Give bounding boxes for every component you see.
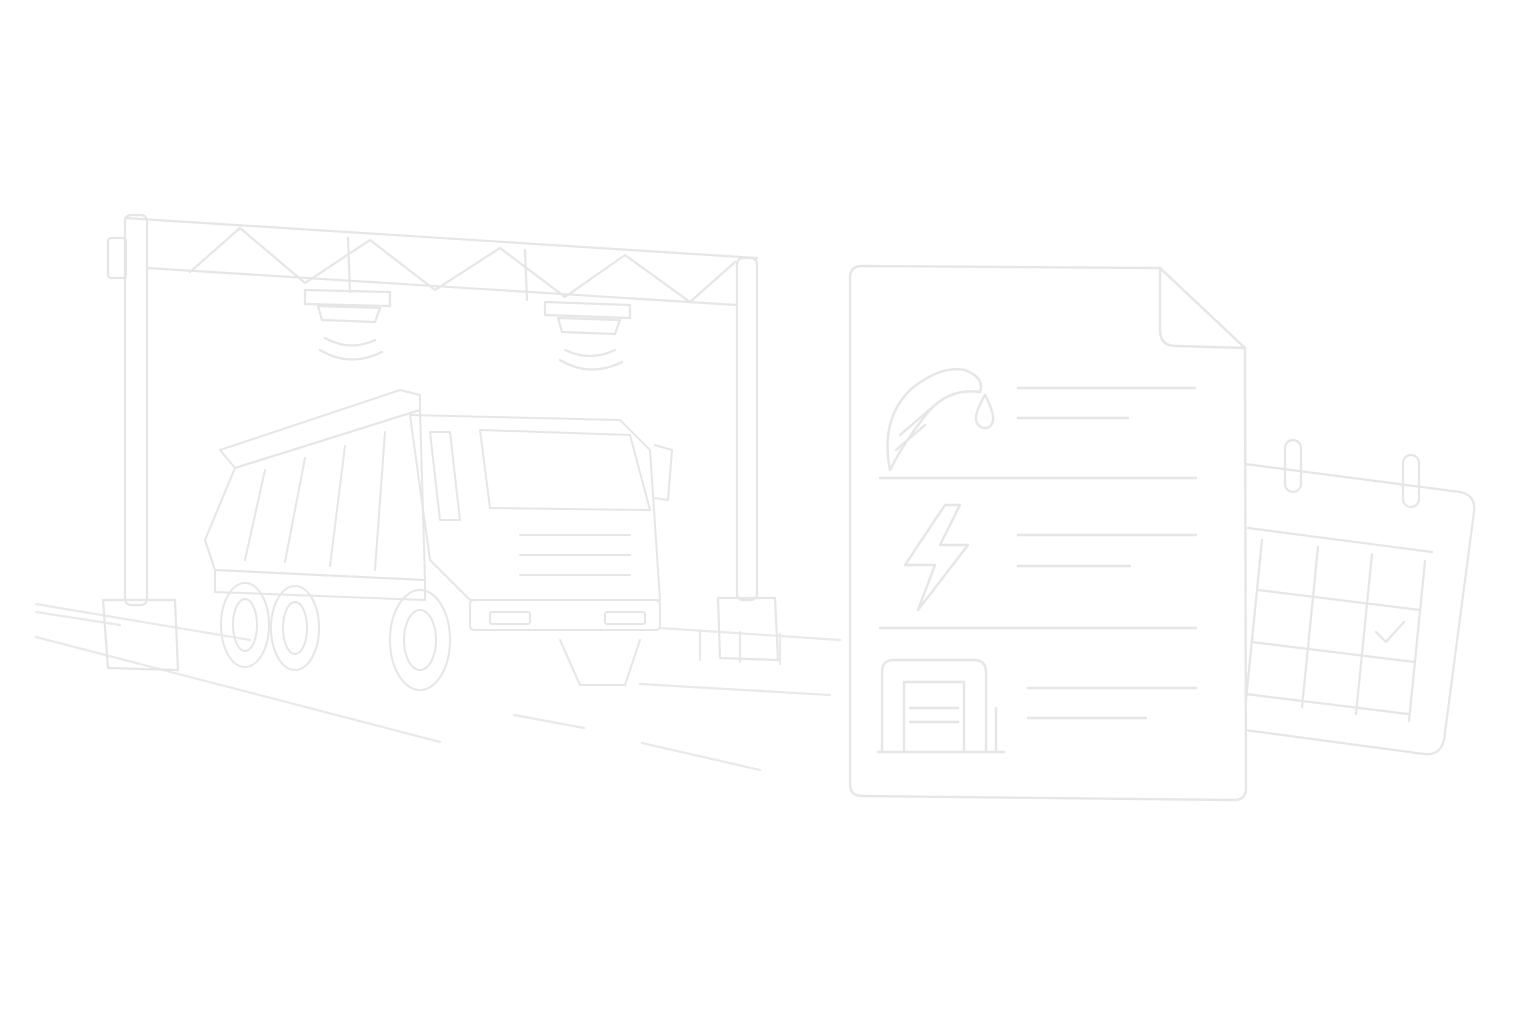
gantry-truss-verticals <box>346 236 529 302</box>
wheel-rear-1 <box>220 582 270 668</box>
road-edge-left-bottom <box>34 635 442 744</box>
calendar-grid-rows <box>1244 588 1422 716</box>
road-edge-left-mid <box>34 610 122 627</box>
chassis <box>214 569 426 601</box>
signal-wave-icon <box>323 336 377 347</box>
toll-gantry <box>101 213 780 672</box>
wheel-front-right <box>559 639 641 686</box>
guardrail-posts <box>698 628 782 666</box>
toll-sensor-1 <box>303 288 392 361</box>
lane-dash-1 <box>512 713 586 730</box>
gantry-pillar-right <box>735 256 759 602</box>
signal-wave-icon <box>563 348 617 358</box>
windshield <box>479 429 651 511</box>
dump-body-top <box>219 389 421 469</box>
document-folded-corner <box>1158 266 1247 350</box>
dump-body <box>204 409 426 581</box>
truck-grille <box>519 534 631 576</box>
gantry-pillar-left <box>123 213 149 607</box>
calendar-ring-2 <box>1401 453 1421 509</box>
headlight-right <box>604 611 646 625</box>
cab-side-window <box>429 431 461 521</box>
calendar-ring-1 <box>1283 438 1303 494</box>
fuel-icon <box>886 368 995 472</box>
road-edge-right-top <box>658 626 842 642</box>
lane-dash-2 <box>640 741 762 772</box>
document <box>848 264 1248 802</box>
wheel-rear-2 <box>270 585 320 671</box>
gantry-truss <box>188 226 737 304</box>
gantry-bracket <box>106 236 128 280</box>
toll-sensor-2 <box>543 300 632 371</box>
gantry-base-right <box>716 596 780 662</box>
road-edge-left-top <box>34 602 252 642</box>
side-mirror <box>654 444 673 501</box>
calendar-header-line <box>1246 526 1434 554</box>
garage-icon <box>876 658 1006 754</box>
calendar-grid-columns <box>1244 538 1427 723</box>
dump-body-ribs <box>244 431 386 571</box>
gantry-beam-top <box>123 216 759 260</box>
calendar-body <box>1228 460 1476 756</box>
wheel-front <box>389 589 451 691</box>
front-bumper <box>469 599 661 631</box>
road-edge-right-bottom <box>638 682 832 697</box>
road <box>34 602 842 772</box>
lightning-icon <box>903 503 970 612</box>
dump-truck <box>204 389 673 691</box>
calendar <box>1228 438 1476 756</box>
calendar-check-icon <box>1374 620 1406 644</box>
headlight-left <box>489 611 531 625</box>
gantry-base-left <box>101 598 180 672</box>
truck-cab <box>409 414 661 601</box>
document-sheet <box>848 264 1248 802</box>
